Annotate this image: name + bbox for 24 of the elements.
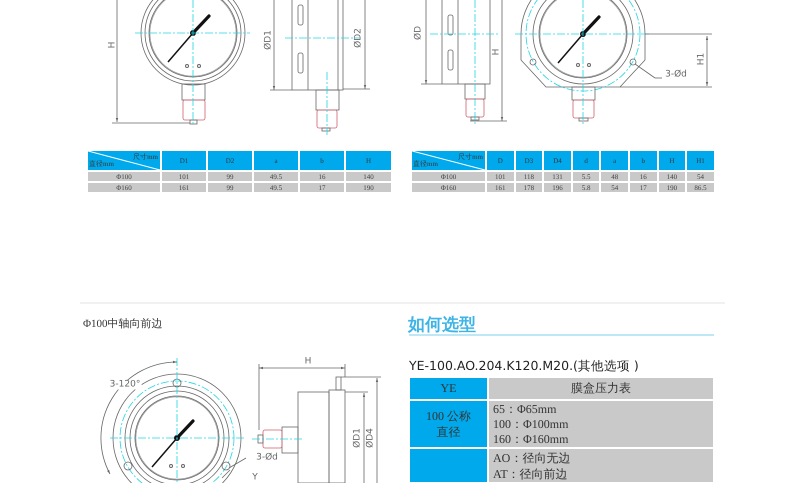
- dimension-label: 3-120°: [108, 380, 142, 390]
- cell-text: 65：Φ65mm: [493, 402, 556, 416]
- dimension-label: Y: [252, 474, 258, 482]
- dimension-label: H1: [698, 52, 706, 66]
- dimension-label: ØD1: [264, 30, 274, 50]
- cell-text: AT：径向前边: [493, 466, 568, 482]
- section-heading: Φ100中轴向前边: [83, 317, 163, 331]
- dimension-label: 3-Ød: [665, 70, 687, 80]
- model-code: YE-100.AO.204.K120.M20.(其他选项 ): [409, 358, 639, 375]
- cell-text: 160：Φ160mm: [493, 432, 568, 446]
- table-cell: 膜盒压力表: [488, 377, 714, 400]
- dimension-label: H: [108, 42, 118, 48]
- dimension-label: H: [492, 48, 502, 56]
- section-heading: 如何选型: [408, 314, 476, 336]
- cell-text: AO：径向无边: [493, 450, 570, 466]
- dimension-label: ØD4: [366, 428, 376, 448]
- table-cell: YE: [409, 377, 488, 400]
- dimension-label: ØD: [414, 26, 424, 40]
- dimension-label: 3-Ød: [256, 454, 278, 462]
- dimension-label: H: [304, 358, 312, 366]
- dimension-label: ØD2: [354, 28, 364, 48]
- table-cell: 100 公称直径: [409, 400, 488, 448]
- cell-text: 100：Φ100mm: [493, 416, 568, 432]
- dimension-label: ØD1: [354, 428, 362, 448]
